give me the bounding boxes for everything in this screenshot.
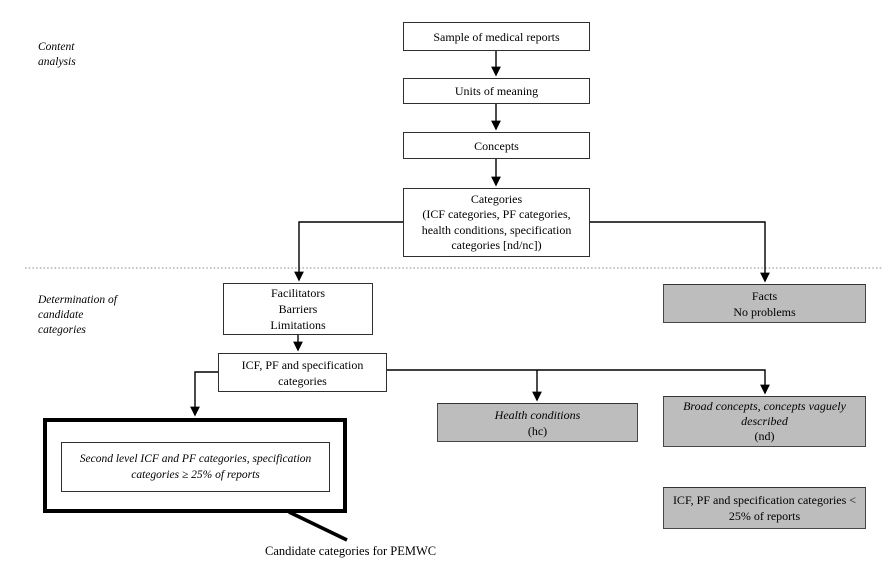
box-facilitators-line3: Limitations xyxy=(270,318,326,332)
box-icf-spec-line2: categories xyxy=(278,373,327,388)
box-units-label: Units of meaning xyxy=(454,84,539,98)
box-units-of-meaning: Units of meaning xyxy=(403,78,590,104)
box-icf-less-line2: 25% of reports xyxy=(728,509,801,523)
box-concepts-label: Concepts xyxy=(474,138,519,153)
box-facilitators-line1: Facilitators xyxy=(271,286,325,300)
box-facilitators-barriers-limitations: Facilitators Barriers Limitations xyxy=(223,283,373,335)
box-second-level-inner: Second level ICF and PF categories, spec… xyxy=(61,442,330,492)
caption-candidate-categories: Candidate categories for PEMWC xyxy=(265,544,437,558)
box-icf-spec-line1: ICF, PF and specification xyxy=(241,357,364,372)
box-categories-line2: (ICF categories, PF categories, xyxy=(422,207,571,221)
arrow-categories-to-facilitators xyxy=(294,221,403,282)
box-broad-line2: described xyxy=(741,414,788,428)
box-categories-line1: Categories xyxy=(470,191,523,206)
box-concepts: Concepts xyxy=(403,132,590,159)
arrow-icf-spec-to-second-level xyxy=(190,371,218,417)
box-second-level-line2: categories ≥ 25% of reports xyxy=(131,469,260,481)
box-health-line1: Health conditions xyxy=(494,407,581,422)
box-categories-line3: health conditions, specification xyxy=(421,222,572,237)
box-icf-less-25-percent: ICF, PF and specification categories < 2… xyxy=(663,487,866,529)
box-categories: Categories (ICF categories, PF categorie… xyxy=(403,188,590,257)
phase-label-determination: Determination of candidate categories xyxy=(38,294,117,336)
phase-label-content-analysis: Content analysis xyxy=(38,41,76,68)
box-health-conditions: Health conditions (hc) xyxy=(437,403,638,442)
box-health-code: (hc) xyxy=(527,423,548,438)
callout-diagonal-line xyxy=(288,510,348,542)
box-sample-label: Sample of medical reports xyxy=(433,29,560,44)
arrow-categories-to-facts xyxy=(590,221,770,283)
box-categories-line4: categories [nd/nc]) xyxy=(451,238,542,252)
arrow-icf-spec-to-broad xyxy=(387,369,770,395)
box-second-level-line1: Second level ICF and PF categories, spec… xyxy=(79,453,312,465)
box-broad-line1: Broad concepts, concepts vaguely xyxy=(683,399,846,413)
box-facts-line1: Facts xyxy=(751,288,778,303)
box-icf-less-line1: ICF, PF and specification categories < xyxy=(672,493,857,507)
box-facts-line2: No problems xyxy=(733,304,796,319)
box-broad-code: (nd) xyxy=(754,429,775,443)
box-facilitators-line2: Barriers xyxy=(278,302,318,316)
box-icf-pf-specification-categories: ICF, PF and specification categories xyxy=(218,353,387,392)
box-facts-no-problems: Facts No problems xyxy=(663,284,866,323)
box-sample-of-medical-reports: Sample of medical reports xyxy=(403,22,590,51)
box-broad-concepts: Broad concepts, concepts vaguely describ… xyxy=(663,396,866,447)
